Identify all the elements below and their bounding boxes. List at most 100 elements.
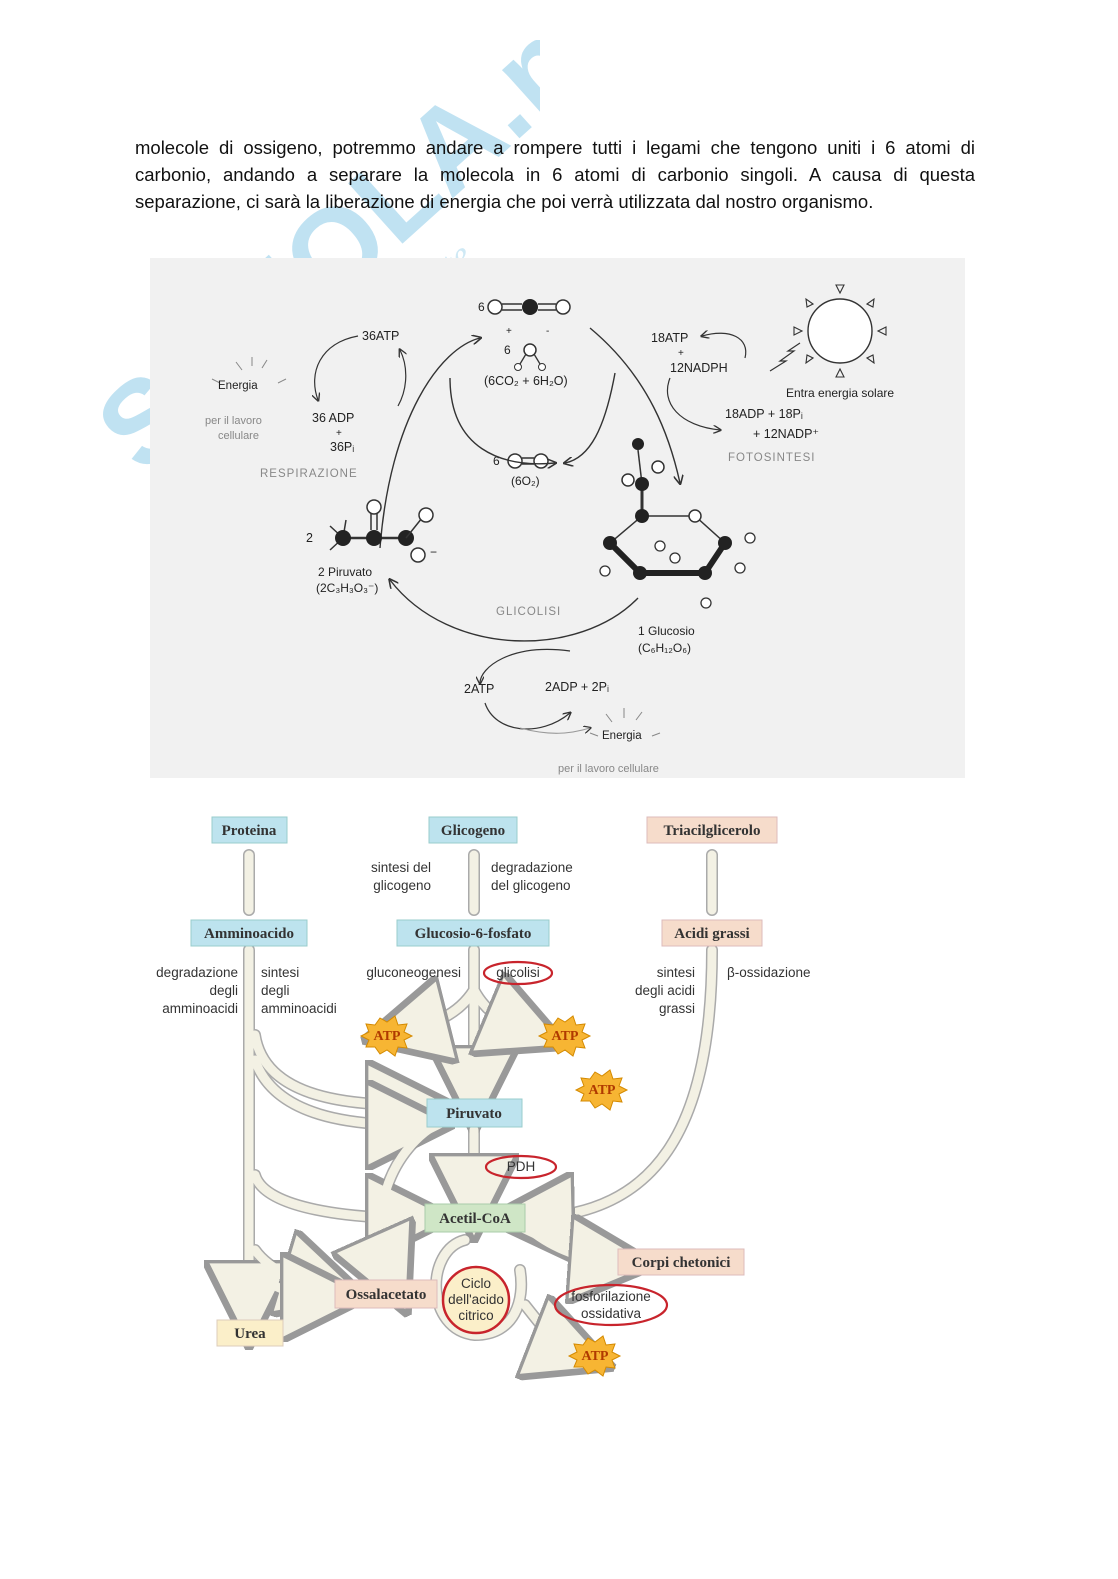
label-sintesi-aa: sintesi	[261, 965, 299, 980]
o2-count: 6	[493, 454, 500, 468]
energia-solare-label: Entra energia solare	[786, 386, 894, 400]
glicolisi-highlight	[482, 960, 554, 986]
energia-burst-left	[211, 357, 287, 384]
atp-star-4: ATP	[567, 1335, 622, 1377]
glicolisi-arrow	[390, 580, 639, 642]
svg-text:degli: degli	[261, 983, 290, 998]
svg-text:Corpi chetonici: Corpi chetonici	[632, 1255, 731, 1271]
o2-consumed-arrow	[449, 377, 555, 464]
o2-label: (6O₂)	[511, 474, 540, 488]
node-glucosio6p: Glucosio-6-fosfato	[396, 919, 550, 947]
atp-star-2: ATP	[537, 1015, 592, 1057]
photosynthesis-arrow	[589, 327, 680, 483]
svg-text:ATP: ATP	[552, 1029, 579, 1044]
ciclo-acido-citrico: Ciclo dell'acido citrico	[441, 1265, 511, 1335]
glucosio-formula: (C₆H₁₂O₆)	[638, 641, 691, 655]
pdh-highlight	[484, 1154, 558, 1180]
co2-h2o-label: (6CO₂ + 6H₂O)	[484, 374, 568, 388]
node-triacilglicerolo: Triacilglicerolo	[646, 816, 778, 844]
node-glicogeno: Glicogeno	[428, 816, 518, 844]
svg-text:+: +	[336, 428, 342, 439]
energia-bottom-label: Energia	[602, 730, 642, 742]
svg-text:Piruvato: Piruvato	[446, 1106, 502, 1122]
metabolism-map-figure: Proteina Glicogeno Triacilglicerolo Ammi…	[135, 800, 855, 1390]
svg-text:Glucosio-6-fosfato: Glucosio-6-fosfato	[415, 926, 532, 942]
energia-left-label: Energia	[218, 380, 258, 392]
label-glicolisi: glicolisi	[496, 965, 540, 980]
respiration-arrow	[379, 338, 480, 549]
svg-text:per il lavoro: per il lavoro	[205, 415, 262, 427]
svg-text:Ossalacetato: Ossalacetato	[346, 1287, 427, 1303]
node-proteina: Proteina	[211, 816, 288, 844]
node-ossalacetato: Ossalacetato	[334, 1279, 438, 1309]
svg-text:degli: degli	[209, 983, 238, 998]
label-degradazione-glicogeno: degradazione	[491, 860, 573, 875]
svg-text:ATP: ATP	[589, 1083, 616, 1098]
fosforilazione-highlight	[553, 1283, 669, 1327]
svg-text:Acidi grassi: Acidi grassi	[674, 926, 749, 942]
pyruvate-molecule: 2 − 2 Piruvato (2C₃H₃O₃⁻)	[306, 499, 437, 595]
piruvato-label: 2 Piruvato	[318, 565, 372, 579]
glicolisi-label: GLICOLISI	[496, 606, 561, 618]
svg-text:Proteina: Proteina	[222, 823, 277, 839]
atp-star-3: ATP	[574, 1069, 629, 1111]
respiration-photosynthesis-figure: 6 + - 6 (6CO₂ + 6H₂O) 6	[150, 258, 965, 778]
node-acidi-grassi: Acidi grassi	[661, 919, 763, 947]
svg-text:Ciclo: Ciclo	[461, 1276, 491, 1291]
node-amminoacido: Amminoacido	[190, 919, 308, 947]
atp2-label: 2ATP	[464, 682, 494, 696]
svg-text:cellulare: cellulare	[218, 430, 259, 442]
svg-text:amminoacidi: amminoacidi	[261, 1001, 337, 1016]
energia-burst-bottom	[589, 708, 661, 737]
label-pdh: PDH	[507, 1159, 536, 1174]
svg-text:Acetil-CoA: Acetil-CoA	[439, 1211, 511, 1227]
svg-text:degli acidi: degli acidi	[635, 983, 695, 998]
atp36-label: 36ATP	[362, 329, 399, 343]
svg-text:2: 2	[306, 531, 313, 545]
co2-molecule: 6 + - 6 (6CO₂ + 6H₂O)	[478, 299, 571, 388]
fotosintesi-label: FOTOSINTESI	[728, 452, 815, 464]
piruvato-formula: (2C₃H₃O₃⁻)	[316, 581, 378, 595]
sun-icon	[769, 284, 887, 378]
svg-text:+: +	[506, 326, 512, 337]
svg-text:Triacilglicerolo: Triacilglicerolo	[664, 823, 761, 839]
nadp12-label: + 12NADP⁺	[753, 427, 819, 441]
svg-text:grassi: grassi	[659, 1001, 695, 1016]
atp-star-1: ATP	[359, 1015, 414, 1057]
adp2-label: 2ADP + 2Pᵢ	[545, 680, 609, 694]
svg-text:Glicogeno: Glicogeno	[441, 823, 505, 839]
o2-molecule: 6 (6O₂)	[493, 453, 549, 488]
node-piruvato: Piruvato	[426, 1098, 523, 1128]
glucosio-label: 1 Glucosio	[638, 624, 695, 638]
label-fosforilazione: fosforilazione	[571, 1289, 651, 1304]
respirazione-label: RESPIRAZIONE	[260, 468, 358, 480]
label-sintesi-acidi-grassi: sintesi	[657, 965, 695, 980]
co2-count: 6	[478, 300, 485, 314]
svg-text:del glicogeno: del glicogeno	[491, 878, 571, 893]
node-corpi-chetonici: Corpi chetonici	[617, 1248, 745, 1276]
adp18-label: 18ADP + 18Pᵢ	[725, 407, 803, 421]
label-degradazione-aa: degradazione	[156, 965, 238, 980]
svg-text:ossidativa: ossidativa	[581, 1306, 642, 1321]
svg-text:citrico: citrico	[458, 1308, 493, 1323]
body-paragraph: molecole di ossigeno, potremmo andare a …	[135, 137, 975, 212]
svg-text:+: +	[678, 348, 684, 359]
svg-text:Amminoacido: Amminoacido	[204, 926, 294, 942]
svg-text:dell'acido: dell'acido	[448, 1292, 504, 1307]
svg-text:-: -	[546, 326, 549, 337]
label-sintesi-glicogeno: sintesi del	[371, 860, 431, 875]
glucose-molecule: 1 Glucosio (C₆H₁₂O₆)	[599, 438, 756, 655]
o2-released-arrow	[565, 372, 616, 463]
pi36-label: 36Pᵢ	[330, 440, 354, 454]
svg-text:ATP: ATP	[582, 1349, 609, 1364]
node-acetil-coa: Acetil-CoA	[424, 1203, 526, 1233]
adp36-label: 36 ADP	[312, 411, 354, 425]
label-gluconeogenesi: gluconeogenesi	[366, 965, 461, 980]
svg-text:Urea: Urea	[234, 1326, 266, 1342]
atp18-label: 18ATP	[651, 331, 688, 345]
svg-text:glicogeno: glicogeno	[373, 878, 431, 893]
h2o-count: 6	[504, 343, 511, 357]
node-urea: Urea	[216, 1319, 284, 1347]
lavoro-bottom-label: per il lavoro cellulare	[558, 763, 659, 775]
